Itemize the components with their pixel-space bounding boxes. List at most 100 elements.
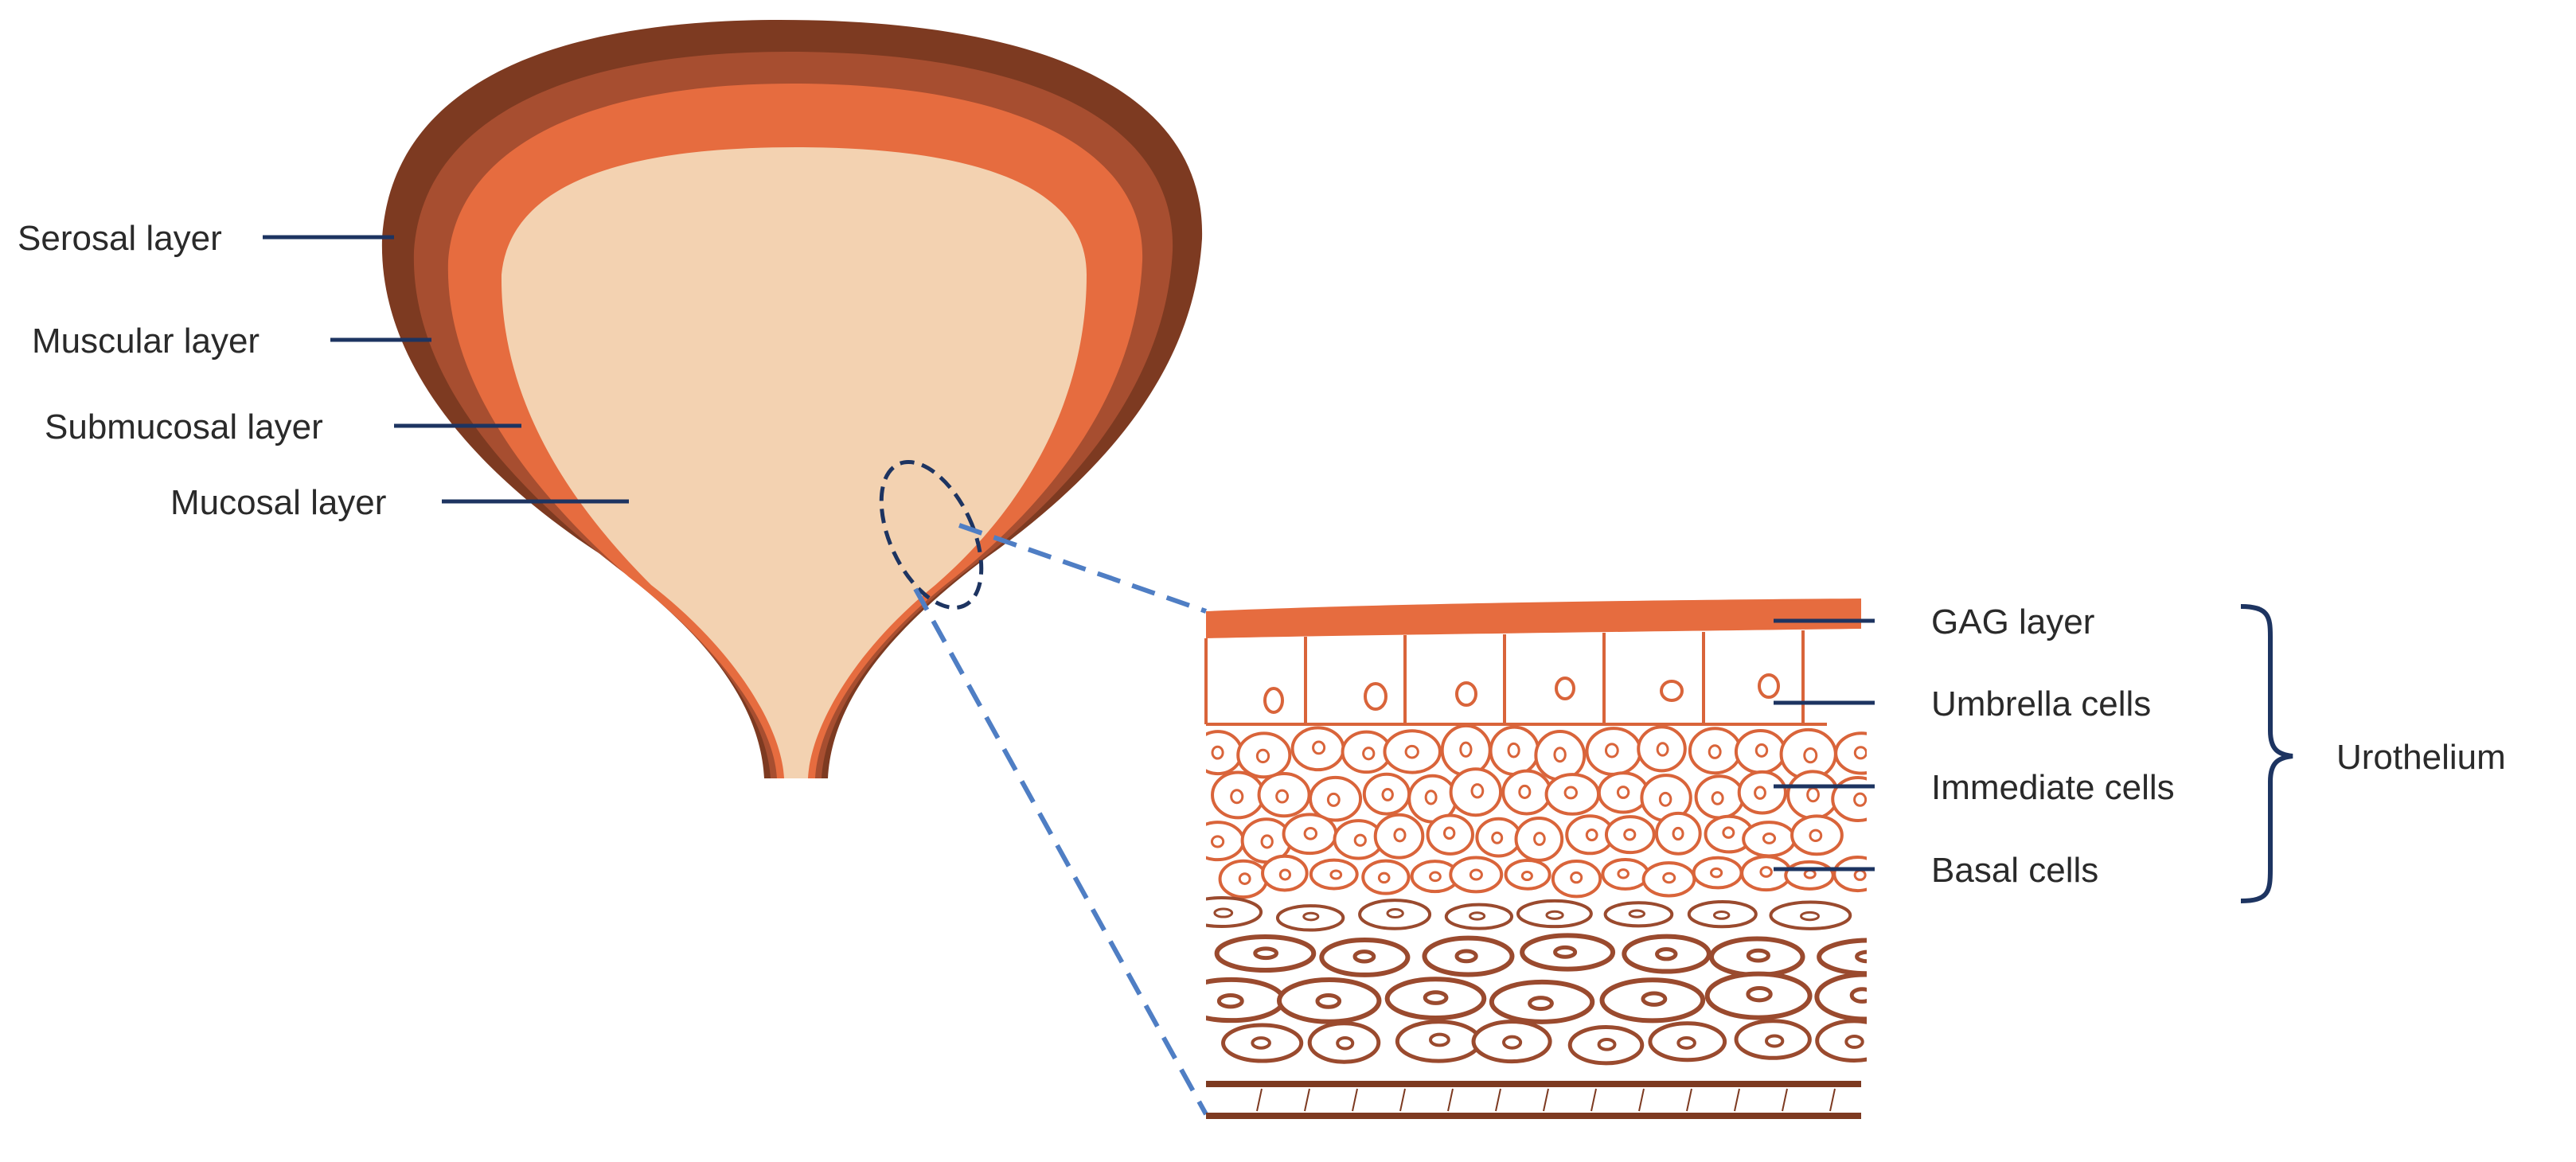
bladder bbox=[381, 20, 1203, 778]
immediate-cell bbox=[1290, 726, 1345, 772]
immediate-cell bbox=[1501, 769, 1552, 816]
immediate-cell bbox=[1362, 772, 1411, 816]
immediate-cell bbox=[1236, 731, 1292, 779]
immediate-cell bbox=[1694, 774, 1745, 820]
submucosa-cell bbox=[1516, 899, 1593, 929]
submucosa-cell bbox=[1520, 933, 1616, 972]
basement-tick bbox=[1590, 1088, 1597, 1112]
submucosa-cell bbox=[1603, 901, 1674, 928]
submucosa-cell bbox=[1319, 937, 1411, 977]
cell-field bbox=[1206, 723, 1867, 1066]
submucosa-cell bbox=[1471, 1020, 1552, 1064]
zoom-region-marker bbox=[879, 460, 984, 610]
immediate-cell bbox=[1786, 770, 1840, 821]
immediate-cell bbox=[1834, 731, 1867, 775]
immediate-cell bbox=[1206, 730, 1243, 776]
immediate-cell bbox=[1544, 773, 1601, 816]
submucosa-cell bbox=[1221, 1023, 1304, 1063]
label-muscular-layer: Muscular layer bbox=[32, 322, 260, 361]
basal-cell bbox=[1740, 855, 1793, 892]
label-umbrella-cells: Umbrella cells bbox=[1931, 684, 2151, 723]
immediate-cell bbox=[1309, 775, 1363, 822]
immediate-cell bbox=[1604, 815, 1656, 855]
submucosa-cell bbox=[1307, 1021, 1381, 1064]
submucosa-cell bbox=[1817, 938, 1867, 977]
immediate-cell bbox=[1426, 813, 1474, 856]
immediate-cell bbox=[1475, 817, 1522, 858]
basal-cell bbox=[1784, 860, 1835, 891]
immediate-cell bbox=[1257, 771, 1311, 818]
leader-lines bbox=[263, 235, 1875, 872]
submucosa-cell bbox=[1358, 899, 1432, 930]
immediate-cell bbox=[1534, 729, 1587, 782]
submucosa-cell bbox=[1648, 1021, 1727, 1063]
basal-cell bbox=[1309, 858, 1359, 891]
basement-tick bbox=[1638, 1088, 1645, 1112]
label-basal-cells: Basal cells bbox=[1931, 851, 2098, 890]
label-gag-layer: GAG layer bbox=[1931, 602, 2094, 641]
basement-tick bbox=[1829, 1088, 1836, 1112]
label-serosal-layer: Serosal layer bbox=[18, 219, 222, 258]
submucosa-cell bbox=[1567, 1024, 1645, 1066]
urothelium-brace bbox=[2240, 604, 2293, 903]
submucosa-cell bbox=[1206, 977, 1286, 1024]
immediate-cell bbox=[1704, 814, 1754, 854]
basal-cell bbox=[1361, 859, 1411, 895]
basal-cell bbox=[1832, 856, 1867, 893]
immediate-cell bbox=[1373, 813, 1425, 860]
gag-layer-band bbox=[1206, 599, 1861, 638]
immediate-cell bbox=[1637, 725, 1687, 773]
submucosa-cell bbox=[1214, 934, 1317, 973]
immediate-cell bbox=[1790, 814, 1844, 856]
basement-tick bbox=[1686, 1088, 1692, 1112]
immediate-cell bbox=[1597, 771, 1649, 814]
basal-cell bbox=[1410, 860, 1460, 894]
submucosa-cell bbox=[1815, 1019, 1867, 1063]
submucosa-cell bbox=[1276, 977, 1382, 1024]
basal-cell bbox=[1449, 856, 1504, 894]
submucosa-cell bbox=[1489, 979, 1595, 1024]
submucosa-cell bbox=[1622, 934, 1711, 974]
basal-cell bbox=[1261, 854, 1309, 892]
immediate-cell bbox=[1440, 723, 1492, 777]
basement-tick bbox=[1399, 1088, 1406, 1112]
immediate-cell bbox=[1489, 725, 1540, 776]
basement-tick bbox=[1256, 1088, 1263, 1112]
basement-tick bbox=[1304, 1088, 1310, 1112]
submucosa-cell bbox=[1814, 972, 1867, 1022]
basement-tick bbox=[1495, 1088, 1501, 1112]
basal-cell bbox=[1551, 860, 1602, 899]
immediate-cell bbox=[1211, 770, 1266, 820]
zoom-lines bbox=[913, 523, 1208, 1116]
submucosa-cell bbox=[1206, 896, 1263, 928]
basal-cell bbox=[1504, 858, 1551, 891]
submucosa-cell bbox=[1687, 899, 1758, 929]
submucosa-cell bbox=[1769, 900, 1852, 930]
submucosa-cell bbox=[1384, 977, 1487, 1020]
basement-ticks bbox=[1256, 1088, 1836, 1112]
immediate-cell bbox=[1688, 727, 1743, 775]
submucosa-cell bbox=[1395, 1020, 1482, 1063]
basement-tick bbox=[1447, 1088, 1454, 1112]
submucosa-cell bbox=[1599, 977, 1706, 1024]
immediate-cell bbox=[1734, 728, 1787, 774]
mucosal-layer-shape bbox=[501, 147, 1087, 778]
immediate-cell bbox=[1206, 821, 1245, 862]
immediate-cell bbox=[1449, 767, 1503, 817]
submucosa-cell bbox=[1708, 936, 1805, 978]
umbrella-cells bbox=[1204, 630, 1827, 726]
immediate-cell bbox=[1654, 811, 1702, 856]
label-mucosal-layer: Mucosal layer bbox=[170, 483, 386, 522]
immediate-cell bbox=[1831, 776, 1867, 822]
basal-cell bbox=[1692, 856, 1743, 890]
submucosa-cell bbox=[1275, 904, 1345, 932]
basement-tick bbox=[1352, 1088, 1358, 1112]
immediate-cell bbox=[1737, 770, 1787, 815]
basement-tick bbox=[1734, 1088, 1740, 1112]
basement-membrane bbox=[1206, 1081, 1861, 1119]
submucosa-cell bbox=[1734, 1019, 1812, 1060]
basal-cell bbox=[1601, 857, 1650, 891]
immediate-cell bbox=[1282, 813, 1338, 856]
